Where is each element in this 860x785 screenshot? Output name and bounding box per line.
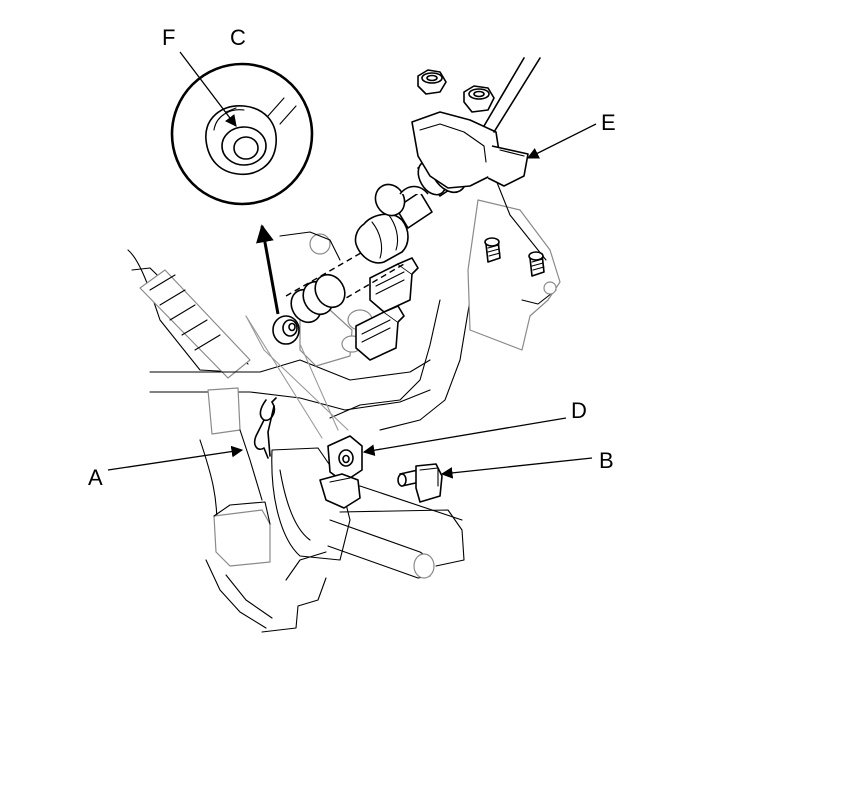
electrical-connector-lower bbox=[355, 305, 405, 361]
vehicle-structure bbox=[127, 179, 561, 633]
leader-a bbox=[107, 445, 244, 471]
mounting-stud-1 bbox=[484, 237, 501, 263]
electrical-connector-upper bbox=[369, 257, 419, 313]
detail-circle bbox=[170, 62, 314, 206]
clevis-pin-b bbox=[397, 463, 443, 503]
callout-e: E bbox=[601, 110, 616, 135]
pushrod-end bbox=[272, 315, 300, 345]
bracket-nut-2 bbox=[463, 85, 495, 113]
clevis-d bbox=[319, 435, 363, 509]
callout-c: C bbox=[230, 25, 246, 50]
callout-b: B bbox=[599, 448, 614, 473]
leader-e bbox=[526, 123, 597, 159]
callout-f: F bbox=[162, 25, 176, 50]
leader-d bbox=[362, 417, 567, 457]
leader-b bbox=[440, 457, 593, 479]
detail-arrow bbox=[256, 224, 280, 315]
callout-d: D bbox=[571, 398, 587, 423]
mounting-stud-2 bbox=[528, 251, 545, 277]
mounting-bracket bbox=[411, 57, 541, 189]
callout-a: A bbox=[88, 465, 103, 490]
lock-pin-a bbox=[253, 397, 277, 459]
leader-f bbox=[179, 51, 237, 127]
bracket-nut-1 bbox=[417, 69, 447, 95]
